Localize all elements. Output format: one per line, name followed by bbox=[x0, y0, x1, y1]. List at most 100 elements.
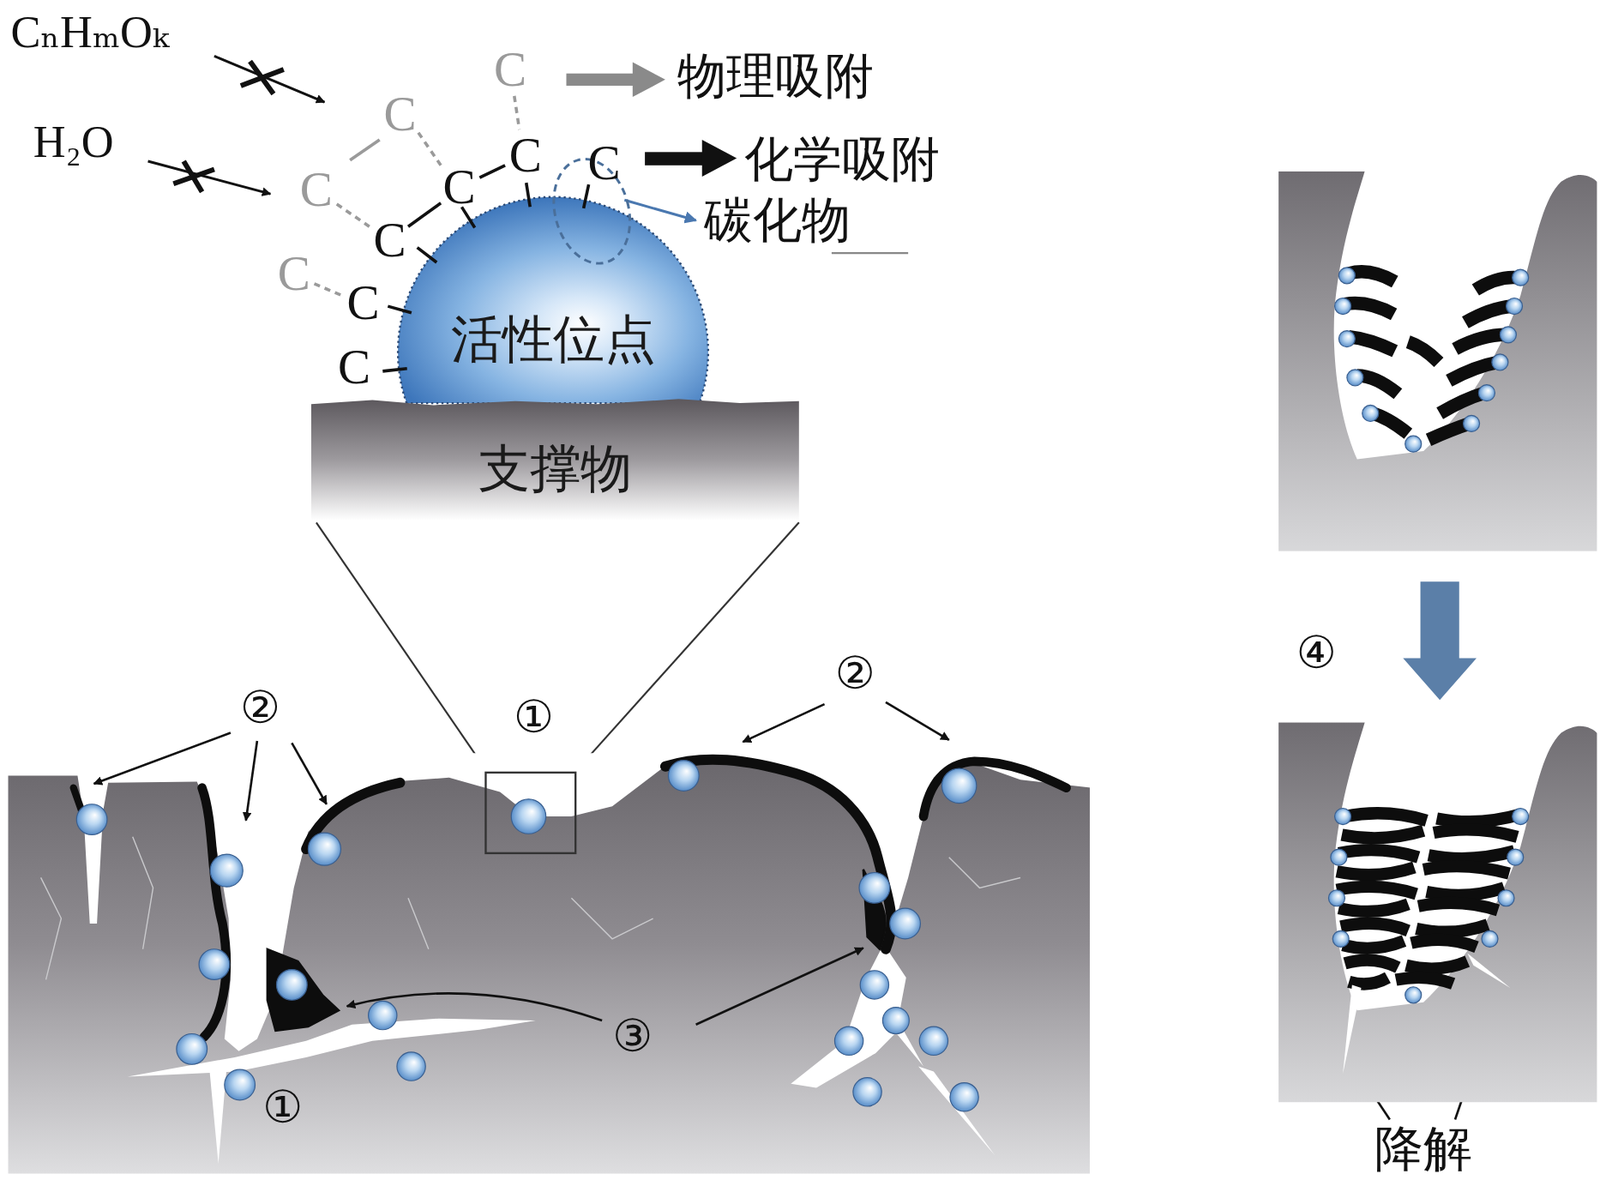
catalyst-grain bbox=[6, 752, 1092, 1051]
pore-panel bbox=[1336, 812, 1521, 984]
active-site-sphere bbox=[210, 854, 243, 887]
pore-panel bbox=[1278, 169, 1600, 552]
pore-panel bbox=[1507, 848, 1524, 866]
active-site-sphere bbox=[919, 1026, 948, 1055]
pore-panel bbox=[1334, 169, 1600, 460]
pore-panel bbox=[1342, 940, 1404, 949]
carbon-bond bbox=[418, 132, 441, 166]
node-label: 活性位点 bbox=[397, 305, 709, 374]
carbon-bond bbox=[408, 203, 441, 227]
annotation: 物理吸附 bbox=[677, 51, 873, 101]
pore-panel bbox=[1497, 890, 1515, 907]
callout-number: ① bbox=[513, 694, 554, 740]
bond-tick bbox=[583, 184, 590, 209]
pore-panel bbox=[1335, 808, 1352, 825]
carbon-bond bbox=[314, 283, 343, 296]
active-site-sphere bbox=[396, 1052, 426, 1081]
pore-panel bbox=[1344, 812, 1426, 821]
support-shape bbox=[311, 398, 800, 521]
bond-tick bbox=[526, 182, 530, 207]
pore-panel bbox=[1342, 984, 1361, 1074]
active-site-sphere bbox=[860, 970, 889, 999]
carbon-bond bbox=[514, 96, 520, 130]
annotation: 降解 bbox=[1374, 1123, 1473, 1173]
blocked-arrow bbox=[173, 169, 215, 185]
pore-panel bbox=[1332, 930, 1349, 947]
carbon-atom: C bbox=[383, 90, 416, 139]
zoom-lines bbox=[316, 522, 800, 773]
carbon-atom: C bbox=[300, 165, 333, 215]
carbon-bond bbox=[336, 204, 370, 227]
pore-panel bbox=[1465, 306, 1513, 323]
active-site-sphere bbox=[890, 908, 921, 939]
pore-panel bbox=[1428, 851, 1515, 860]
dome-shape bbox=[397, 197, 709, 404]
pore-panel bbox=[1481, 930, 1498, 947]
pore-panel bbox=[1334, 720, 1600, 1011]
pore-panel bbox=[1478, 384, 1495, 402]
active-site-sphere bbox=[368, 1000, 397, 1029]
pore-panel bbox=[1426, 887, 1504, 896]
pore-panel bbox=[1405, 986, 1422, 1004]
pore-panel bbox=[1347, 369, 1364, 386]
active-site-sphere bbox=[276, 969, 308, 1001]
carbon-atom: C bbox=[373, 215, 407, 265]
active-site-sphere bbox=[941, 768, 976, 803]
pore-panel bbox=[1348, 977, 1388, 984]
carbon-atom: C bbox=[277, 248, 311, 298]
pore-panel bbox=[1491, 354, 1509, 371]
carbon-atom: C bbox=[347, 278, 380, 328]
carbon-atom: C bbox=[493, 44, 527, 94]
callout-arrow bbox=[291, 742, 326, 804]
catalyst-grain bbox=[209, 1066, 227, 1164]
catalyst-grain bbox=[790, 944, 924, 1089]
callout-number: ② bbox=[835, 650, 876, 696]
pointer-arrow bbox=[644, 151, 704, 165]
active-site: 活性位点 bbox=[397, 197, 709, 404]
callout-number: ① bbox=[262, 1084, 303, 1130]
formula-label: CₙHₘOₖ bbox=[11, 10, 169, 55]
pore-panel bbox=[1338, 903, 1408, 912]
pore-panel bbox=[1341, 830, 1424, 839]
zoom-lines bbox=[316, 522, 488, 773]
coke-deposit bbox=[73, 759, 1067, 1037]
pore-panel bbox=[1348, 271, 1396, 283]
pore-panel bbox=[1336, 867, 1414, 876]
pore-panel bbox=[1407, 342, 1439, 363]
pore-panel bbox=[1330, 848, 1348, 866]
pointer-arrow bbox=[624, 199, 696, 221]
pore-panel bbox=[1416, 924, 1488, 933]
pore-panel bbox=[1455, 334, 1507, 349]
callout-number: ④ bbox=[1296, 630, 1337, 675]
pore-panel bbox=[1506, 297, 1523, 314]
active-site-sphere bbox=[834, 1026, 863, 1055]
catalyst-grain bbox=[918, 1066, 995, 1156]
active-site-sphere bbox=[198, 949, 230, 981]
pore-panel bbox=[1328, 808, 1528, 1004]
coke-deposit bbox=[202, 787, 227, 1037]
pore-panel bbox=[1336, 886, 1417, 895]
node-label: 支撑物 bbox=[311, 435, 800, 505]
pore-panel bbox=[1411, 939, 1477, 948]
callout-arrow bbox=[347, 992, 603, 1021]
pore-panel bbox=[1344, 960, 1398, 969]
blocked-arrow bbox=[148, 55, 325, 194]
active-site-sphere bbox=[950, 1082, 979, 1112]
pore-panel bbox=[1335, 297, 1352, 314]
pore-panel bbox=[1341, 923, 1409, 932]
pore-panel bbox=[1348, 336, 1396, 352]
callout-number: ② bbox=[240, 685, 281, 730]
carbon-atom: C bbox=[587, 138, 620, 188]
pore-panel bbox=[1418, 902, 1498, 911]
process-arrow bbox=[1402, 581, 1477, 700]
pore-panel bbox=[1328, 890, 1345, 907]
pore-panel bbox=[1344, 303, 1394, 315]
pore-panel bbox=[1449, 361, 1498, 380]
pore-panel bbox=[1338, 330, 1355, 348]
carbon-atom: C bbox=[509, 130, 542, 180]
annotation: 碳化物 bbox=[703, 194, 851, 244]
carbon-atom: C bbox=[337, 342, 371, 392]
pore-panel bbox=[1437, 814, 1522, 823]
